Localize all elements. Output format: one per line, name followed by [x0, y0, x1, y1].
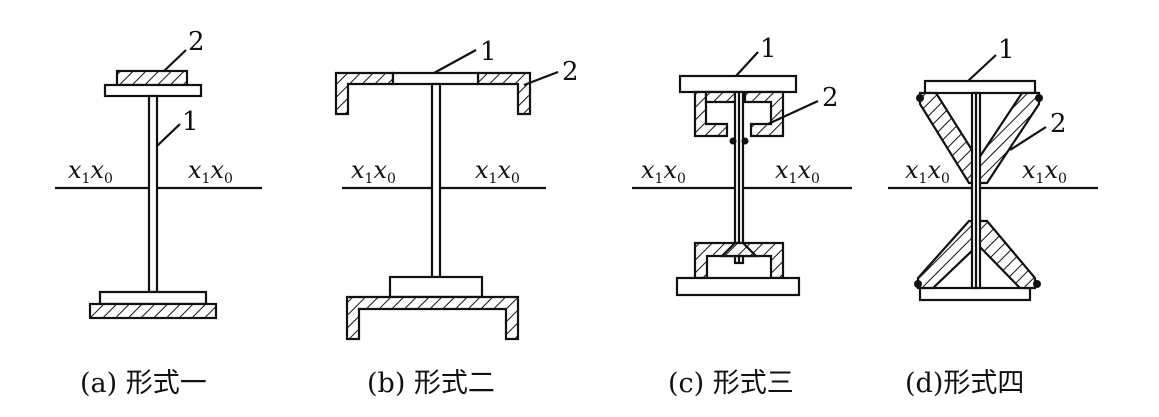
channel-top-right [476, 71, 532, 116]
label-2: 2 [188, 27, 205, 57]
channel-bottom [345, 295, 520, 341]
reinforcement-plate-bottom [88, 302, 218, 320]
axis-label-left: x1x0 [905, 156, 950, 187]
axis-label-right: x1x0 [775, 156, 820, 187]
caption: (b) 形式二 [367, 368, 495, 399]
angle-top-right [743, 90, 785, 138]
caption: (c) 形式三 [668, 368, 794, 399]
bottom-flange [918, 286, 1032, 302]
label-1: 1 [760, 34, 777, 64]
weld-dot [914, 280, 922, 288]
axis-label-left: x1x0 [351, 156, 396, 187]
angle-top-left-leg [704, 90, 738, 104]
figure-c: 1 2 x1x0 x1x0 (c) 形式三 [632, 34, 852, 399]
top-flange [678, 74, 798, 94]
bottom-fillet [719, 241, 759, 258]
web [147, 94, 159, 294]
axis-label-right: x1x0 [188, 156, 233, 187]
weld-dot [741, 137, 749, 145]
leader-line-2 [767, 100, 819, 125]
leader-line-1 [967, 54, 997, 82]
axis-label-left: x1x0 [641, 156, 686, 187]
bottom-flange [98, 290, 208, 306]
reinforcement-plate-top [115, 69, 189, 87]
bottom-flange [388, 275, 484, 299]
channel-top-left [334, 71, 395, 116]
label-2: 2 [562, 57, 579, 87]
label-1: 1 [480, 37, 497, 67]
figure-b: 1 2 x1x0 x1x0 (b) 形式二 [334, 37, 579, 399]
top-flange [923, 79, 1037, 95]
weld-dot [916, 94, 924, 102]
label-1: 1 [182, 107, 199, 137]
label-2: 2 [1050, 109, 1067, 139]
top-flange [103, 83, 203, 98]
caption: (a) 形式一 [80, 368, 207, 399]
figure-a: 2 1 x1x0 x1x0 (a) 形式一 [55, 27, 262, 399]
figure-d: 1 2 x1x0 x1x0 (d)形式四 [888, 35, 1098, 399]
axis-label-left: x1x0 [68, 156, 113, 187]
label-2: 2 [822, 83, 839, 113]
axis-label-right: x1x0 [1022, 156, 1067, 187]
top-flange [391, 71, 480, 86]
label-1: 1 [998, 35, 1015, 65]
leader-line-1 [433, 49, 477, 74]
leader-line-2 [1009, 126, 1047, 151]
weld-dot [729, 137, 737, 145]
leader-line-2 [163, 49, 187, 72]
web [430, 82, 442, 279]
diagonal-bottom-left [916, 219, 979, 290]
caption: (d)形式四 [905, 368, 1024, 399]
bottom-flange [675, 276, 801, 297]
axis-label-right: x1x0 [475, 156, 520, 187]
weld-dot [1033, 280, 1041, 288]
leader-line-1 [735, 51, 759, 77]
weld-dot [1035, 94, 1043, 102]
diagonal-bottom-right [977, 219, 1037, 290]
leader-line-1 [156, 123, 181, 147]
leader-line-2 [523, 70, 559, 87]
